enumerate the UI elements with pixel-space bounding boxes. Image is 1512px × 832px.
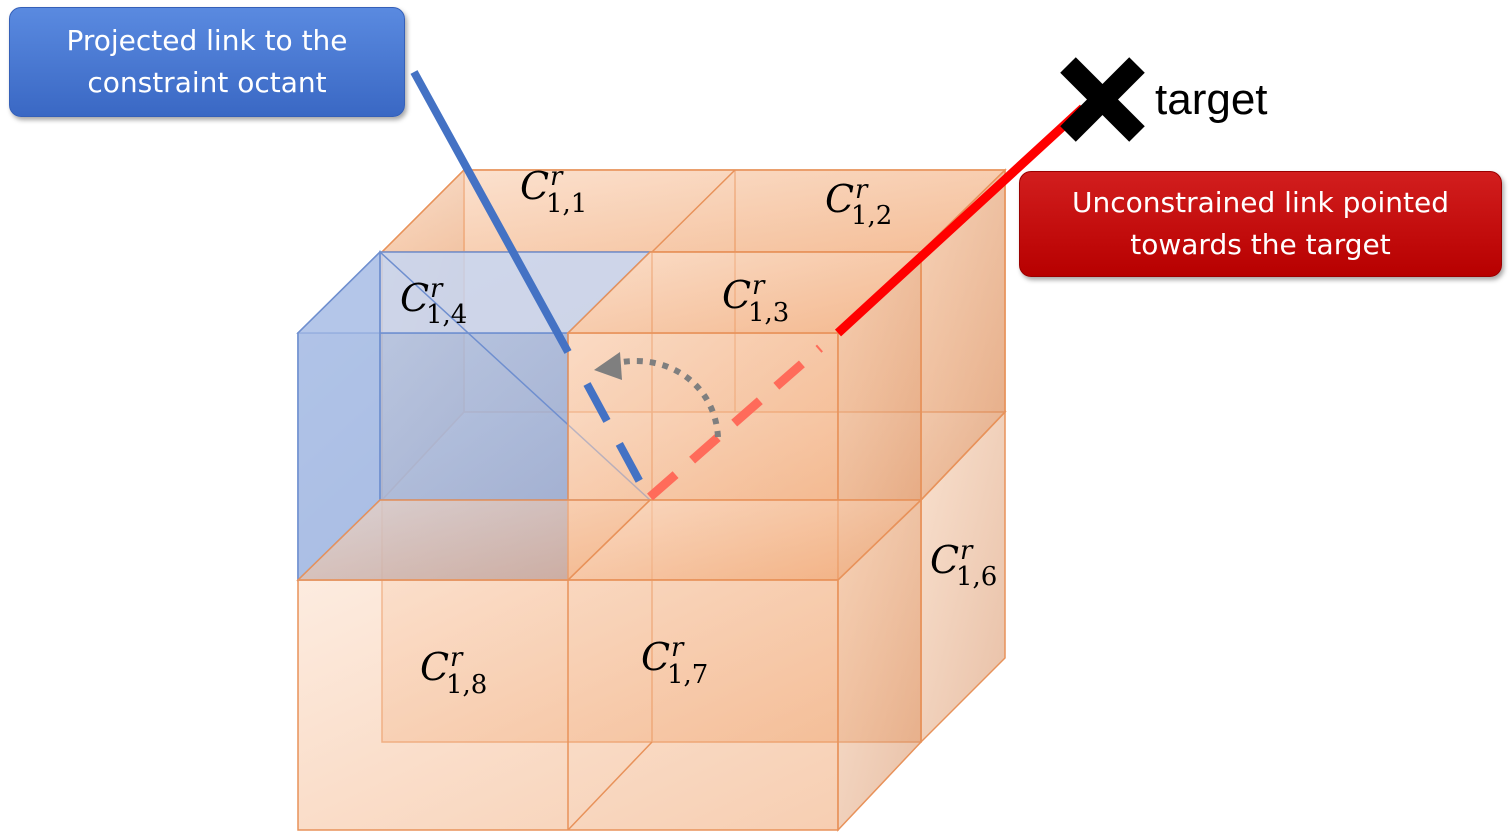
svg-text:r: r [855,175,869,205]
callout-line-2: constraint octant [87,66,327,99]
unconstrained-link [647,104,1087,501]
svg-text:1,8: 1,8 [446,670,487,700]
svg-text:C: C [722,273,751,317]
svg-text:1,2: 1,2 [851,201,892,231]
cube-front-bottom [296,498,922,832]
projection-arc [594,352,721,438]
svg-text:r: r [752,271,766,301]
cell-label-c17: C r 1,7 [641,633,708,690]
projected-link [410,70,652,499]
svg-text:C: C [420,645,449,689]
cell-label-c13: C r 1,3 [722,271,789,328]
svg-text:C: C [930,538,959,582]
svg-text:C: C [400,276,429,320]
svg-text:C: C [520,164,549,208]
svg-text:r: r [960,536,974,566]
cell-label-c16: C r 1,6 [930,536,997,592]
svg-text:1,6: 1,6 [956,562,997,592]
projected-link-callout: Projected link to the constraint octant [9,7,405,117]
target-label: target [1155,75,1268,124]
svg-text:C: C [825,177,854,221]
cell-label-c18: C r 1,8 [420,643,487,700]
cell-label-c14: C r 1,4 [400,274,467,330]
unconstrained-link-callout: Unconstrained link pointed towards the t… [1019,171,1502,277]
target-x-icon [1060,57,1145,142]
svg-text:r: r [550,162,564,192]
svg-text:1,3: 1,3 [748,298,789,328]
svg-text:r: r [450,643,464,673]
callout-line-2: towards the target [1130,228,1391,261]
callout-line-1: Projected link to the [66,24,348,57]
callout-line-1: Unconstrained link pointed [1071,186,1449,219]
svg-text:r: r [671,633,685,663]
cell-label-c12: C r 1,2 [825,175,892,231]
svg-text:1,7: 1,7 [667,660,708,690]
svg-text:C: C [641,635,670,679]
svg-text:1,1: 1,1 [546,189,587,219]
svg-text:r: r [430,274,444,304]
cell-label-c11: C r 1,1 [520,162,587,219]
svg-text:1,4: 1,4 [426,300,467,330]
